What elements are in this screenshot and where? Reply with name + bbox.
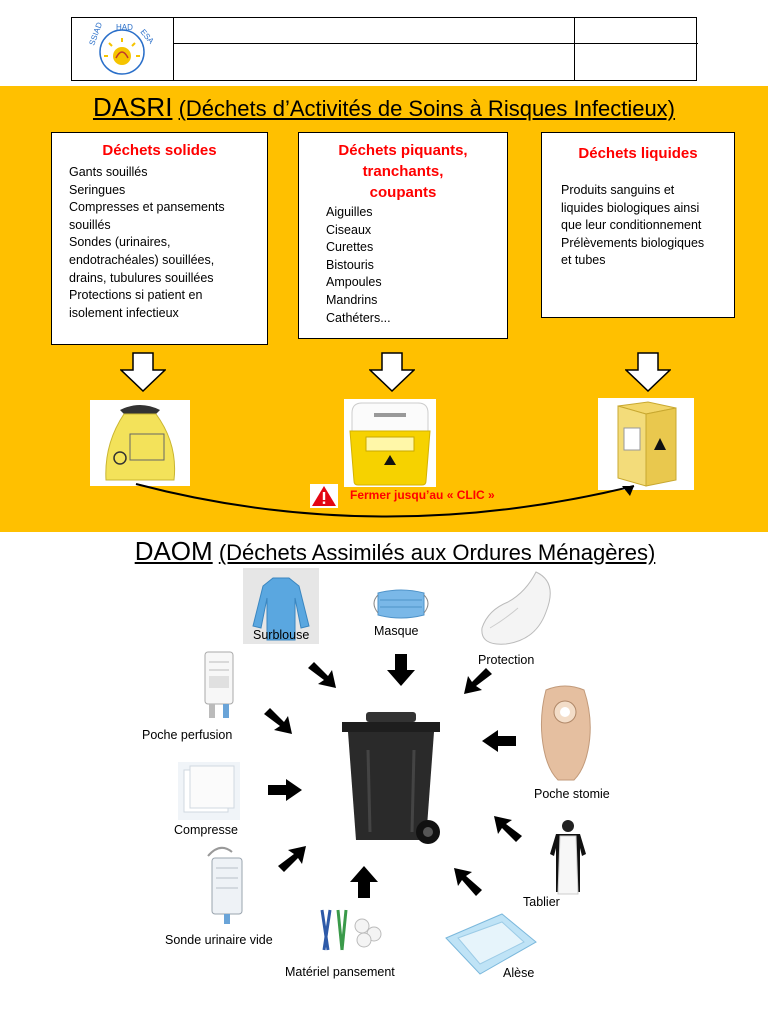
dasri-title: DASRI (Déchets d’Activités de Soins à Ri…	[0, 92, 768, 123]
list-item: Produits sanguins et	[561, 183, 675, 197]
dressing-kit-image	[316, 906, 388, 958]
arrow-down-black-icon	[387, 654, 415, 686]
solid-waste-title: Déchets solides	[102, 142, 217, 159]
liquid-waste-list: Produits sanguins et liquides biologique…	[561, 182, 734, 270]
stoma-bag-image	[536, 684, 594, 786]
sharp-title-line: Déchets piquants,	[338, 142, 468, 159]
arrow-left-up-icon	[454, 868, 482, 896]
alese-label: Alèse	[503, 966, 535, 980]
sonde-label: Sonde urinaire vide	[165, 933, 273, 947]
arrow-left-up-icon	[494, 816, 522, 842]
arrow-left-icon	[482, 730, 516, 752]
header-row-divider	[174, 43, 698, 44]
header-cell-title	[174, 18, 575, 80]
list-item: Protections si patient en	[69, 288, 203, 303]
sharp-waste-box: Déchets piquants, tranchants, coupants A…	[298, 132, 508, 339]
list-item: Sondes (urinaires,	[69, 235, 171, 250]
list-item: Aiguilles	[326, 205, 373, 219]
list-item: isolement infectieux	[69, 305, 179, 320]
list-item: Prélèvements biologiques	[561, 235, 705, 250]
list-item: Ciseaux	[326, 222, 372, 237]
list-item: endotrachéales) souillées,	[69, 252, 215, 267]
list-item: Bistouris	[326, 257, 374, 272]
cardboard-box-image	[598, 398, 694, 490]
sharp-waste-title: Déchets piquants, tranchants, coupants	[299, 140, 507, 203]
sharp-title-line: tranchants,	[362, 163, 444, 180]
dasri-full-name: (Déchets d’Activités de Soins à Risques …	[178, 96, 676, 121]
list-item: et tubes	[561, 253, 606, 268]
arrow-up-icon	[350, 866, 378, 898]
sharp-title-line: coupants	[369, 184, 437, 201]
sharps-container-image	[344, 399, 436, 487]
gown-image	[243, 568, 319, 644]
list-item: Compresses et pansements	[69, 200, 225, 215]
apron-image	[546, 818, 590, 898]
list-item: Cathéters...	[326, 310, 391, 325]
list-item: Curettes	[326, 240, 374, 255]
daom-title: DAOM (Déchets Assimilés aux Ordures Ména…	[0, 536, 768, 567]
arrow-left-down-icon	[464, 668, 492, 694]
daom-full-name: (Déchets Assimilés aux Ordures Ménagères…	[218, 540, 656, 565]
ssiad-had-esa-logo: SSIAD HAD ESA	[87, 21, 156, 75]
header-table: SSIAD HAD ESA	[71, 17, 698, 81]
logo-cell: SSIAD HAD ESA	[72, 18, 174, 80]
svg-text:ESA: ESA	[138, 28, 156, 47]
list-item: Seringues	[69, 182, 126, 197]
protection-label: Protection	[478, 653, 535, 667]
protection-image	[476, 568, 560, 648]
poche-perfusion-label: Poche perfusion	[142, 728, 233, 742]
list-item: drains, tubulures souillées	[69, 270, 214, 285]
solid-waste-list: Gants souillés Seringues Compresses et p…	[69, 164, 267, 322]
header-cell-ref	[575, 18, 698, 80]
arrow-right-up-icon	[278, 846, 306, 872]
compresse-label: Compresse	[174, 823, 238, 837]
infusion-bag-image	[197, 648, 241, 726]
daom-abbr: DAOM	[134, 536, 213, 566]
list-item: Gants souillés	[69, 165, 148, 179]
arrow-right-icon	[268, 779, 302, 801]
compress-image	[178, 762, 240, 820]
surblouse-label: Surblouse	[253, 628, 310, 642]
poche-stomie-label: Poche stomie	[534, 787, 610, 801]
sharp-waste-list: Aiguilles Ciseaux Curettes Bistouris Amp…	[326, 204, 507, 327]
list-item: souillés	[69, 217, 111, 232]
materiel-label: Matériel pansement	[285, 965, 395, 979]
waste-bin-image	[342, 712, 440, 844]
arrow-down-icon	[120, 352, 166, 392]
arrow-down-icon	[369, 352, 415, 392]
urinary-bag-image	[200, 846, 252, 928]
yellow-bag-image	[90, 400, 190, 486]
svg-text:HAD: HAD	[116, 23, 133, 32]
liquid-waste-title: Déchets liquides	[578, 145, 698, 162]
connection-curve	[135, 483, 635, 518]
list-item: Ampoules	[326, 275, 382, 290]
warning-icon	[310, 484, 338, 508]
warning-text: Fermer jusqu’au « CLIC »	[350, 488, 495, 502]
dasri-abbr: DASRI	[92, 92, 173, 122]
solid-waste-box: Déchets solides Gants souillés Seringues…	[51, 132, 268, 345]
list-item: liquides biologiques ainsi	[561, 200, 700, 215]
mask-image	[368, 585, 434, 625]
list-item: que leur conditionnement	[561, 218, 702, 233]
arrow-right-down-icon	[308, 662, 336, 688]
arrow-down-icon	[625, 352, 671, 392]
tablier-label: Tablier	[523, 895, 560, 909]
arrow-right-down-icon	[264, 708, 292, 734]
list-item: Mandrins	[326, 292, 378, 307]
masque-label: Masque	[374, 624, 419, 638]
liquid-waste-box: Déchets liquides Produits sanguins et li…	[541, 132, 735, 318]
underpad-image	[440, 908, 540, 980]
